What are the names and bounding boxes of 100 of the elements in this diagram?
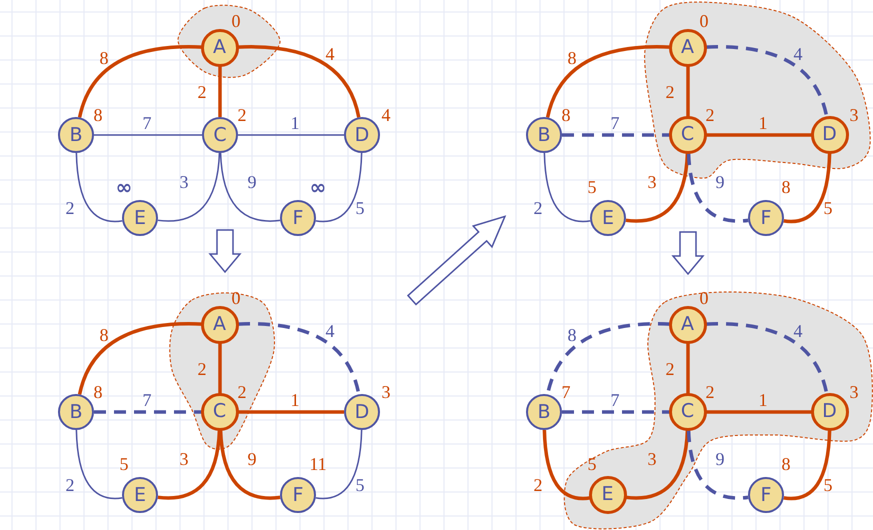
dashed-edge xyxy=(686,152,748,223)
graph-edge xyxy=(218,430,280,500)
edge-label: 3 xyxy=(178,173,190,191)
edge-label: 2 xyxy=(532,199,544,217)
graph-edge xyxy=(706,133,812,137)
distance-label: 8 xyxy=(560,106,572,124)
edge-label: 5 xyxy=(822,199,834,217)
edge-label: 2 xyxy=(532,476,544,494)
distance-label: 2 xyxy=(704,106,716,124)
graph-node xyxy=(526,394,562,430)
graph-edge xyxy=(686,66,690,117)
node-label: F xyxy=(760,208,772,228)
node-label: A xyxy=(681,38,694,57)
edge-label: 1 xyxy=(290,391,300,409)
edge-label: 2 xyxy=(664,83,676,101)
edge-label: 1 xyxy=(758,114,768,132)
graph-node xyxy=(344,394,380,430)
distance-label: ∞ xyxy=(114,177,134,197)
distance-label: 0 xyxy=(698,12,710,30)
edge-label: 5 xyxy=(354,199,366,217)
distance-label: 7 xyxy=(560,383,572,401)
node-label: F xyxy=(292,486,304,504)
node-label: D xyxy=(822,402,837,421)
node-label: B xyxy=(537,402,551,422)
graph-edge xyxy=(626,430,690,500)
node-label: E xyxy=(602,208,614,228)
dashed-edge xyxy=(94,410,202,414)
node-label: E xyxy=(134,486,146,504)
edge-label: 3 xyxy=(178,450,190,468)
distance-label: 5 xyxy=(118,455,130,473)
node-label: E xyxy=(134,208,146,228)
graph-node xyxy=(58,117,94,153)
graph-node xyxy=(748,200,784,236)
graph-edge xyxy=(76,152,122,222)
edge-label: 1 xyxy=(290,114,300,132)
graph-node xyxy=(280,477,316,513)
distance-label: 8 xyxy=(92,383,104,401)
node-label: C xyxy=(213,126,227,144)
edge-label: 9 xyxy=(246,173,258,191)
edge-label: 8 xyxy=(566,49,578,67)
distance-label: 3 xyxy=(380,383,392,401)
node-label: C xyxy=(212,402,226,421)
graph-edge xyxy=(218,66,222,117)
graph-node xyxy=(748,477,784,513)
edge-label: 1 xyxy=(758,391,768,409)
edge-label: 9 xyxy=(714,173,726,191)
graph-node xyxy=(590,200,626,236)
edge-label: 7 xyxy=(142,391,152,409)
graph-edge xyxy=(238,410,344,414)
node-label: A xyxy=(213,38,226,57)
graph-edge xyxy=(158,152,220,222)
node-label: E xyxy=(601,485,614,504)
distance-label: 5 xyxy=(586,455,598,473)
edge-label: 5 xyxy=(822,476,834,494)
edge-label: 8 xyxy=(98,326,110,344)
graph-edge xyxy=(238,134,344,136)
distance-label: 0 xyxy=(698,289,710,307)
graph-edge xyxy=(78,45,202,118)
node-label: F xyxy=(760,486,772,504)
distance-label: 2 xyxy=(236,383,248,401)
edge-label: 3 xyxy=(646,173,658,191)
graph-node xyxy=(122,200,158,236)
edge-label: 4 xyxy=(324,45,336,63)
graph-edge xyxy=(316,430,362,500)
graph-edge xyxy=(784,430,832,500)
dashed-edge xyxy=(562,133,670,137)
distance-label: 8 xyxy=(780,178,792,196)
node-label: D xyxy=(354,402,370,422)
edge-label: 7 xyxy=(610,114,620,132)
edge-label: 4 xyxy=(792,45,804,63)
distance-label: 2 xyxy=(704,383,716,401)
node-label: B xyxy=(537,126,551,144)
node-label: F xyxy=(292,208,304,228)
distance-label: 4 xyxy=(380,106,392,124)
graph-edge xyxy=(316,152,362,222)
distance-label: 0 xyxy=(230,12,242,30)
edge-label: 4 xyxy=(324,322,336,340)
edge-label: 7 xyxy=(142,114,152,132)
graph-edge xyxy=(784,152,832,224)
edge-label: 3 xyxy=(646,450,658,468)
graph-edge xyxy=(158,430,222,500)
edge-label: 9 xyxy=(714,450,726,468)
graph-node xyxy=(122,477,158,513)
edge-label: 8 xyxy=(98,49,110,67)
distance-label: 3 xyxy=(848,383,860,401)
distance-label: 11 xyxy=(308,455,328,473)
graph-node xyxy=(344,117,380,153)
edge-label: 2 xyxy=(64,476,76,494)
distance-label: 2 xyxy=(236,106,248,124)
edge-label: 8 xyxy=(566,326,578,344)
edge-label: 2 xyxy=(64,199,76,217)
graph-edge xyxy=(238,45,360,118)
graph-edge xyxy=(94,134,202,136)
node-label: C xyxy=(680,402,694,421)
graph-edge xyxy=(76,430,122,500)
node-label: B xyxy=(69,126,83,144)
edge-label: 2 xyxy=(196,360,208,378)
graph-edge xyxy=(706,410,812,414)
node-label: D xyxy=(354,126,370,144)
graph-node xyxy=(526,117,562,153)
